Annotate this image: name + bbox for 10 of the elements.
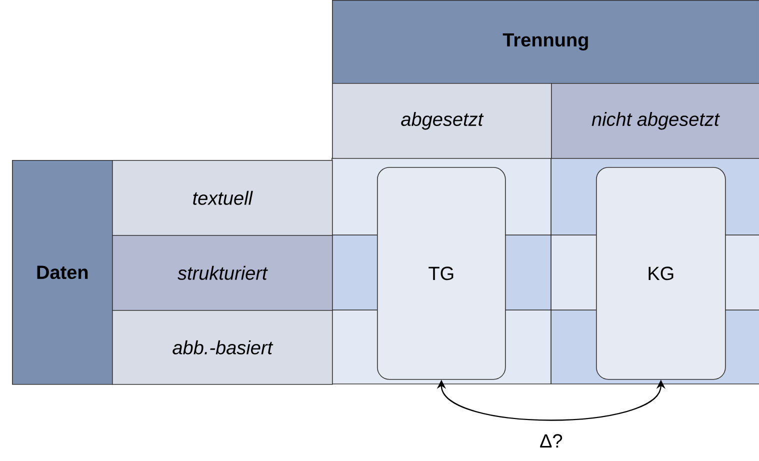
header-cell: abb.-basiert [112,310,333,385]
header-cell: textuell [112,160,333,236]
header-cell: abgesetzt [332,83,552,159]
header-cell: Daten [12,160,113,385]
header-cell: strukturiert [112,235,333,311]
edge-label: Δ? [540,434,562,448]
header-cell: Trennung [332,0,759,84]
rounded-box: KG [596,167,726,380]
header-cell: nicht abgesetzt [551,83,759,159]
rounded-box: TG [377,167,506,380]
